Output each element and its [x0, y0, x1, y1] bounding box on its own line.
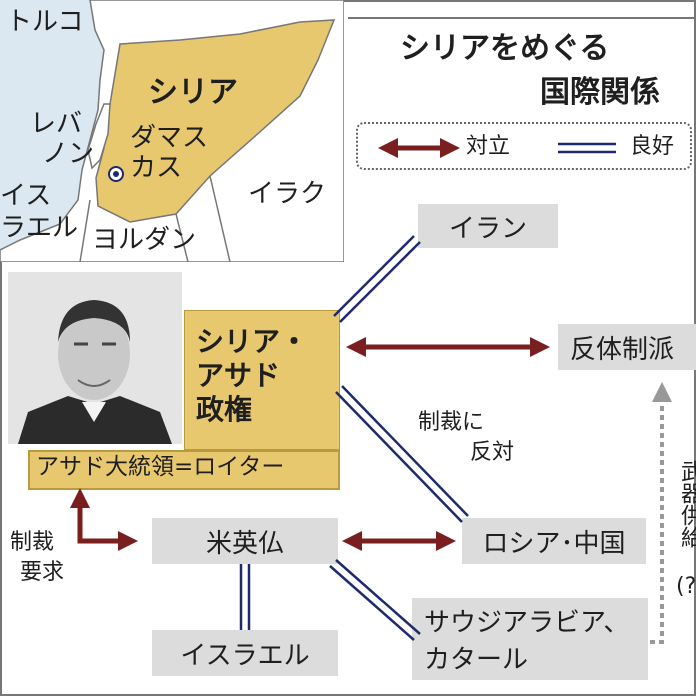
link-syria-iran — [333, 235, 421, 323]
photo-caption-box — [28, 450, 340, 490]
damascus-marker-dot — [113, 171, 119, 177]
link-us-saudi — [329, 559, 421, 641]
link-us-israel — [239, 564, 251, 630]
node-us-uk-france: 米英仏 — [152, 518, 338, 564]
node-russia-china: ロシア･中国 — [462, 518, 646, 564]
assad-portrait — [8, 272, 182, 444]
link-syria-russia-china — [335, 385, 469, 523]
map-label-israel-2: ラエル — [0, 213, 79, 243]
note-oppose-sanctions-1: 制裁に — [418, 410, 485, 435]
portrait-face — [58, 308, 130, 400]
link-arms-supply — [650, 382, 672, 644]
node-saudi-line-2: カタール — [424, 645, 529, 675]
map-label-turkey: トルコ — [6, 7, 84, 37]
node-israel: イスラエル — [152, 630, 338, 676]
note-arms-supply: 武器供給 — [677, 460, 696, 548]
note-sanctions-demand-1: 制裁 — [10, 530, 55, 555]
portrait-shirt — [82, 402, 106, 422]
node-saudi-qatar: サウジアラビア、 カタール — [412, 598, 648, 680]
syria-territory — [95, 19, 336, 223]
syria-region-map — [0, 0, 344, 262]
portrait-mouth — [77, 379, 111, 387]
node-iran: イラン — [418, 204, 558, 248]
legend — [356, 122, 692, 170]
legend-good-label: 良好 — [630, 134, 675, 159]
node-saudi-line-1: サウジアラビア、 — [424, 608, 630, 638]
map-label-jordan: ヨルダン — [92, 225, 197, 255]
link-sanctions-demand — [70, 488, 138, 551]
portrait-hair — [58, 300, 130, 342]
map-label-damascus-1: ダマス — [130, 123, 209, 153]
syria-regime-line-2: アサド — [196, 359, 281, 392]
border-lines — [79, 175, 231, 262]
note-sanctions-demand-2: 要求 — [20, 560, 65, 585]
title-rule — [348, 17, 694, 19]
map-label-damascus-2: カス — [130, 153, 183, 183]
note-arms-supply-suffix: (?) — [676, 574, 696, 599]
map-label-lebanon-1: レバ — [30, 109, 83, 139]
map-label-lebanon-2: ノン — [42, 139, 95, 169]
photo-caption: アサド大統領=ロイター — [36, 454, 285, 480]
map-label-iraq: イラク — [248, 179, 327, 209]
note-oppose-sanctions-2: 反対 — [470, 440, 515, 465]
lebanon-territory — [87, 103, 111, 170]
title-line-2: 国際関係 — [540, 75, 660, 110]
title-line-1: シリアをめぐる — [400, 31, 610, 66]
syria-regime-line-1: シリア・ — [196, 325, 309, 358]
map-label-syria: シリア — [148, 75, 238, 110]
syria-regime-line-3: 政権 — [196, 393, 253, 426]
legend-conflict-label: 対立 — [466, 134, 511, 159]
legend-good-lines — [558, 142, 616, 154]
node-opposition: 反体制派 — [558, 324, 696, 370]
syria-regime-box — [184, 310, 340, 450]
map-label-israel-1: イス — [0, 181, 52, 211]
